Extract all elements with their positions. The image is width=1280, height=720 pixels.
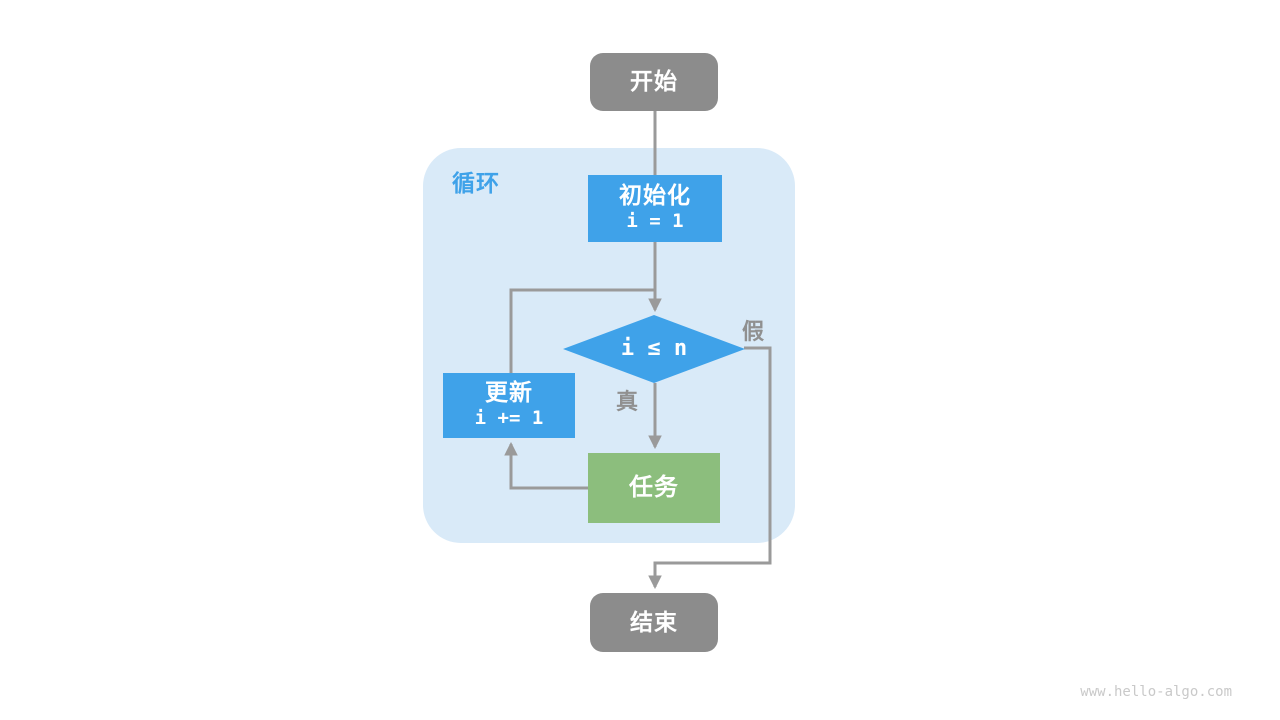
update-node-title: 更新 <box>485 378 533 405</box>
edge-task-to-update <box>504 441 588 490</box>
start-node-label: 开始 <box>630 68 678 95</box>
watermark-text: www.hello-algo.com <box>1080 684 1232 700</box>
update-node: 更新 i += 1 <box>443 373 575 438</box>
false-branch-label: 假 <box>742 319 766 344</box>
init-node-title: 初始化 <box>619 181 691 208</box>
end-node: 结束 <box>590 593 718 652</box>
condition-node-code: i ≤ n <box>620 336 688 362</box>
task-node-label: 任务 <box>629 473 679 501</box>
init-node: 初始化 i = 1 <box>588 175 722 242</box>
true-branch-label: 真 <box>616 389 640 414</box>
update-node-code: i += 1 <box>474 407 544 430</box>
loop-region-label: 循环 <box>452 170 500 196</box>
edge-condition-false-to-end <box>648 346 772 590</box>
init-node-code: i = 1 <box>626 210 684 233</box>
end-node-label: 结束 <box>630 608 678 635</box>
start-node: 开始 <box>590 53 718 111</box>
task-node: 任务 <box>588 453 720 523</box>
edge-update-loopback <box>509 288 655 373</box>
